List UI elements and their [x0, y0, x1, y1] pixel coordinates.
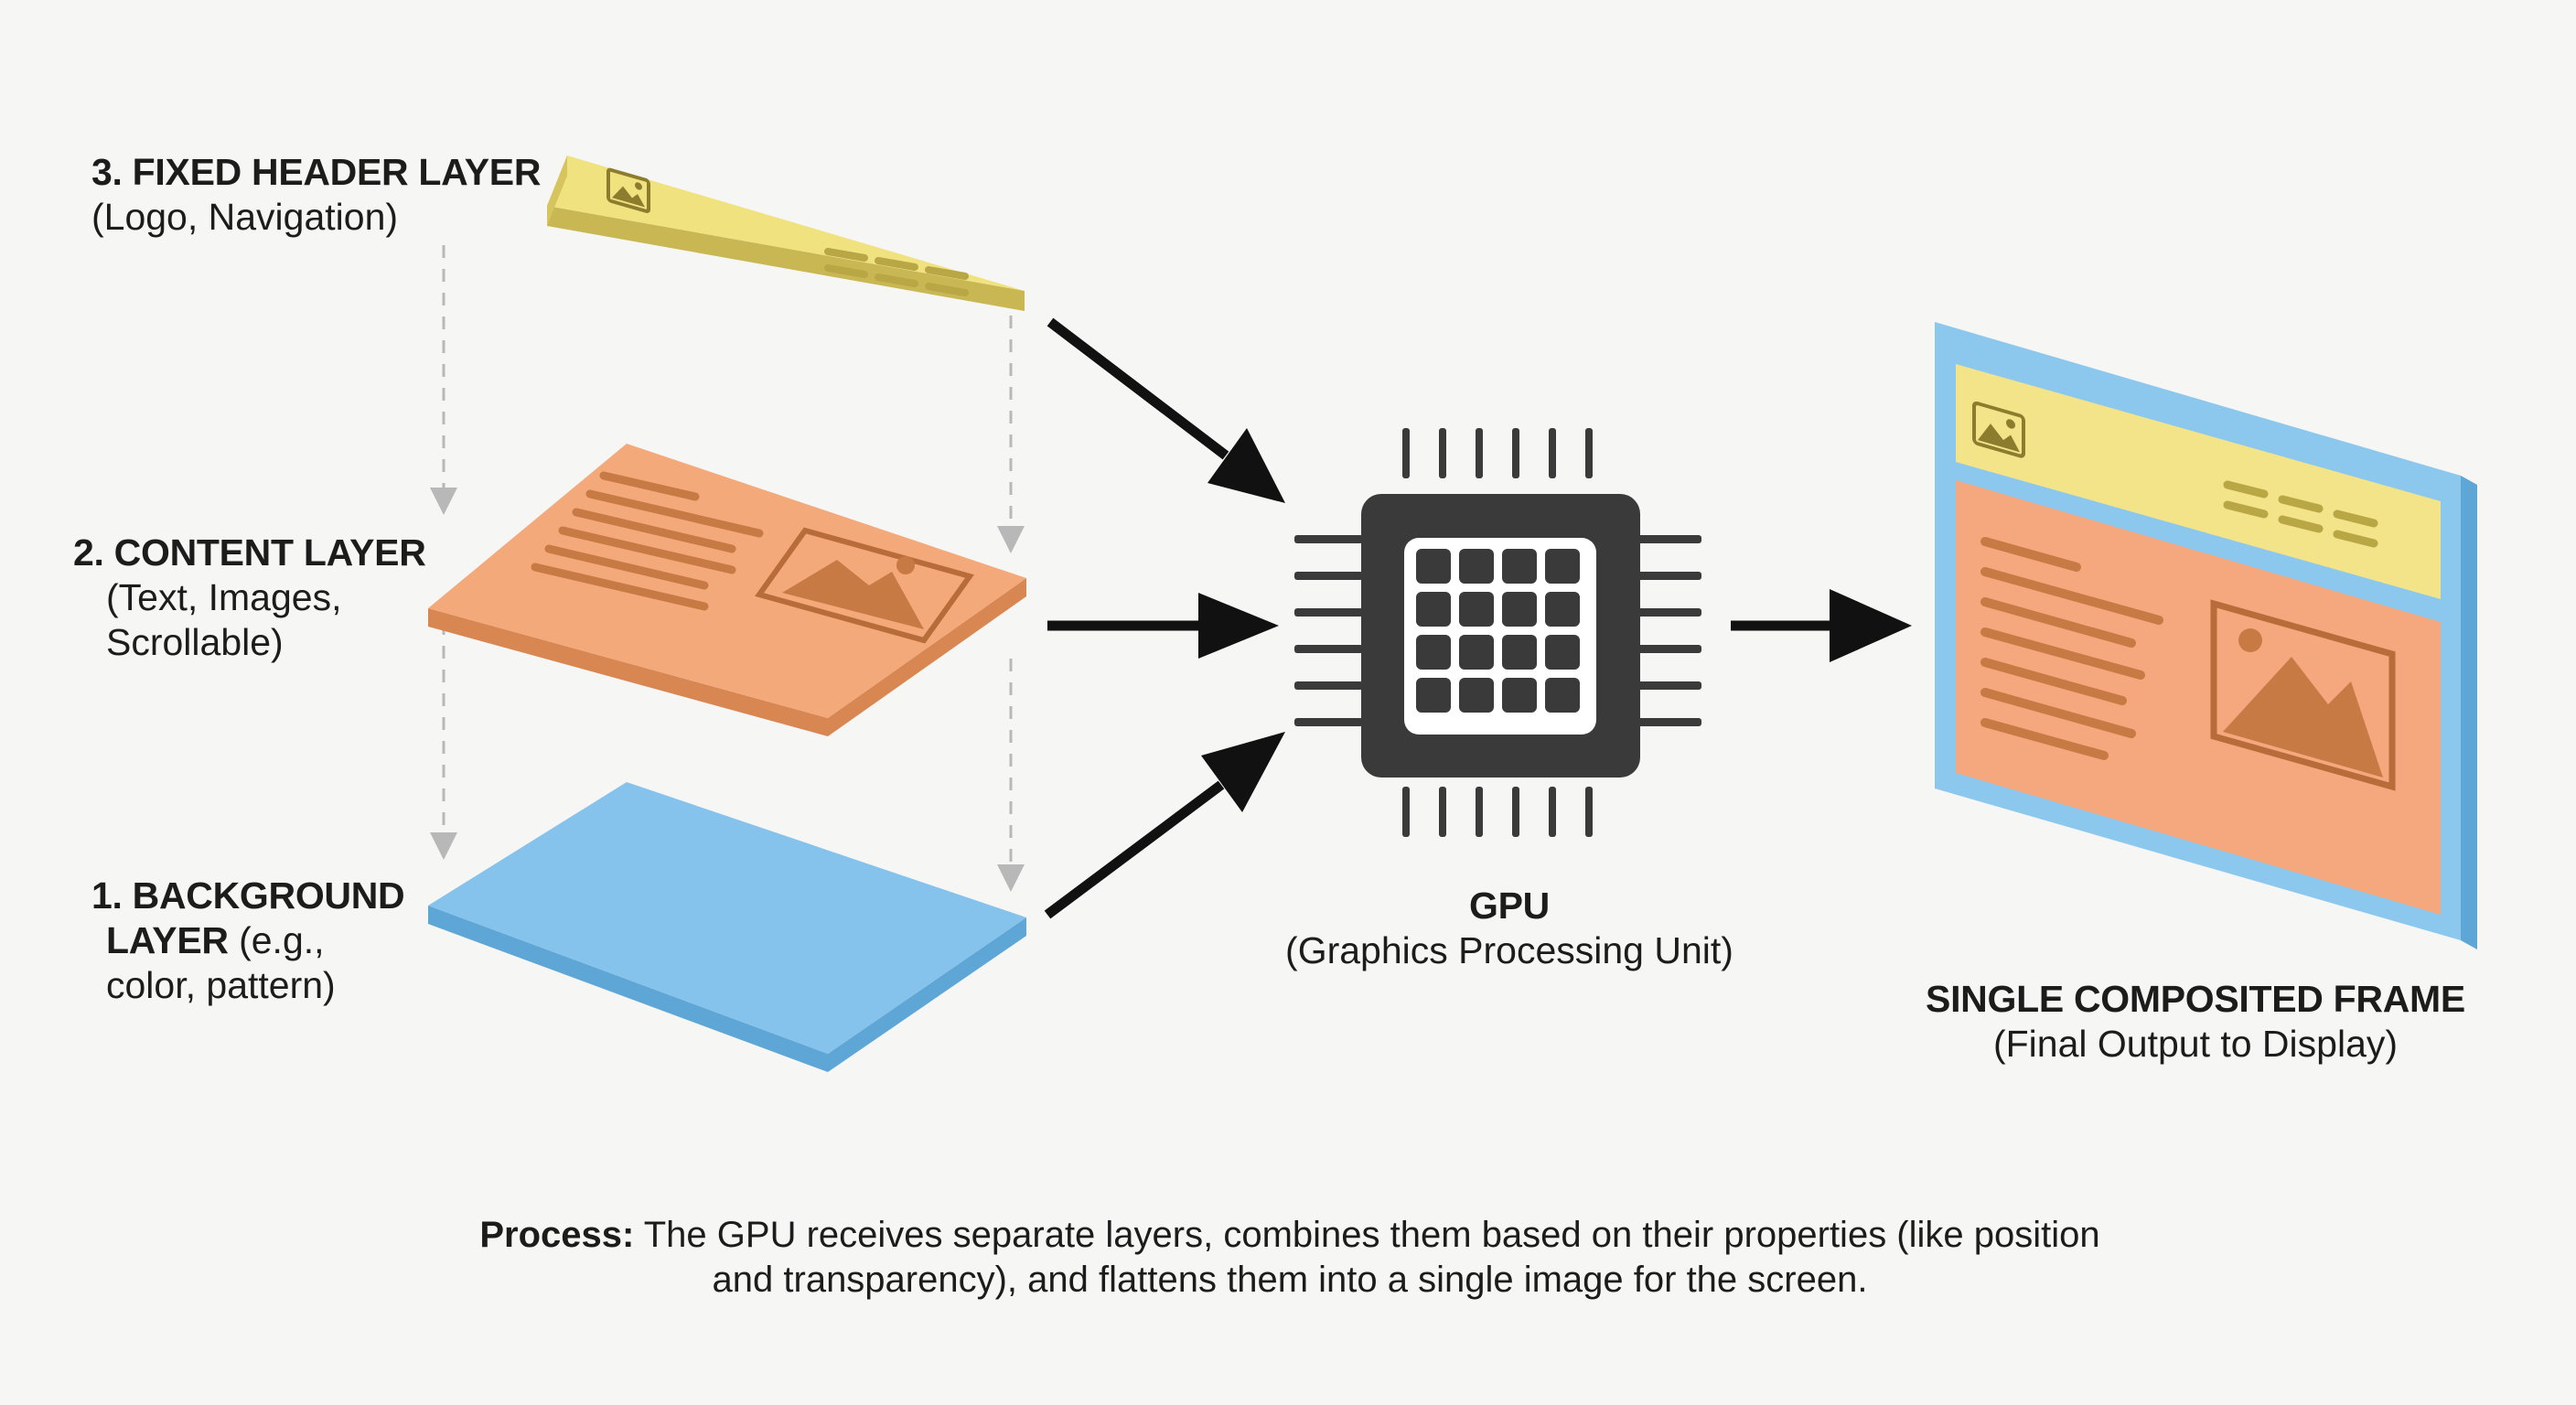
chip-pins — [1294, 428, 1701, 837]
header-layer-slab — [547, 156, 1025, 311]
text-lines-icon — [531, 471, 764, 611]
header-layer-title: 3. FIXED HEADER LAYER — [91, 151, 542, 193]
menu-icon — [2223, 480, 2378, 548]
composited-frame — [1935, 322, 2477, 949]
content-layer-top — [428, 444, 1026, 718]
content-layer-subtitle-1: (Text, Images, — [106, 576, 342, 619]
background-layer-title-suffix: (e.g., — [228, 919, 325, 962]
background-layer-subtitle: color, pattern) — [106, 964, 336, 1007]
image-icon — [755, 527, 974, 644]
image-icon — [2210, 599, 2396, 791]
background-layer-top — [428, 782, 1026, 1054]
output-subtitle: (Final Output to Display) — [1992, 1023, 2399, 1066]
gpu-label: GPU (Graphics Processing Unit) — [1180, 884, 1839, 973]
output-label: SINGLE COMPOSITED FRAME (Final Output to… — [1866, 977, 2525, 1067]
arrow-background-to-gpu — [1044, 732, 1285, 919]
gpu-subtitle: (Graphics Processing Unit) — [1285, 929, 1733, 972]
arrow-header-to-gpu — [1046, 317, 1285, 503]
chip-cores — [1416, 549, 1580, 713]
chip-icon — [1294, 428, 1701, 837]
text-lines-icon — [1980, 537, 2163, 760]
content-layer-slab — [428, 444, 1026, 736]
background-layer-slab — [428, 782, 1026, 1072]
input-arrows — [1044, 317, 1912, 919]
content-layer-label: 2. CONTENT LAYER (Text, Images, Scrollab… — [73, 531, 426, 666]
output-title: SINGLE COMPOSITED FRAME — [1926, 978, 2465, 1020]
arrow-content-to-gpu — [1047, 593, 1279, 659]
frame-header — [1956, 364, 2441, 599]
process-note: Process: The GPU receives separate layer… — [393, 1213, 2186, 1303]
menu-icon — [824, 248, 969, 296]
process-line-1: The GPU receives separate layers, combin… — [634, 1215, 2100, 1255]
background-layer-label: 1. BACKGROUND LAYER (e.g., color, patter… — [91, 874, 405, 1009]
image-icon — [1972, 401, 2025, 458]
header-layer-label: 3. FIXED HEADER LAYER (Logo, Navigation) — [91, 150, 541, 240]
background-layer-title-1: 1. BACKGROUND — [91, 874, 405, 917]
process-line-2: and transparency), and flattens them int… — [712, 1259, 1868, 1300]
arrow-gpu-to-frame — [1731, 589, 1912, 662]
header-layer-subtitle: (Logo, Navigation) — [91, 196, 399, 239]
gpu-title: GPU — [1469, 885, 1550, 927]
layer-guides — [430, 245, 1025, 892]
image-icon — [606, 167, 650, 213]
content-layer-title: 2. CONTENT LAYER — [73, 531, 426, 574]
frame-content — [1956, 480, 2441, 915]
content-layer-subtitle-2: Scrollable) — [106, 621, 284, 664]
process-label: Process: — [479, 1215, 635, 1255]
background-layer-title-2: LAYER — [106, 919, 229, 962]
